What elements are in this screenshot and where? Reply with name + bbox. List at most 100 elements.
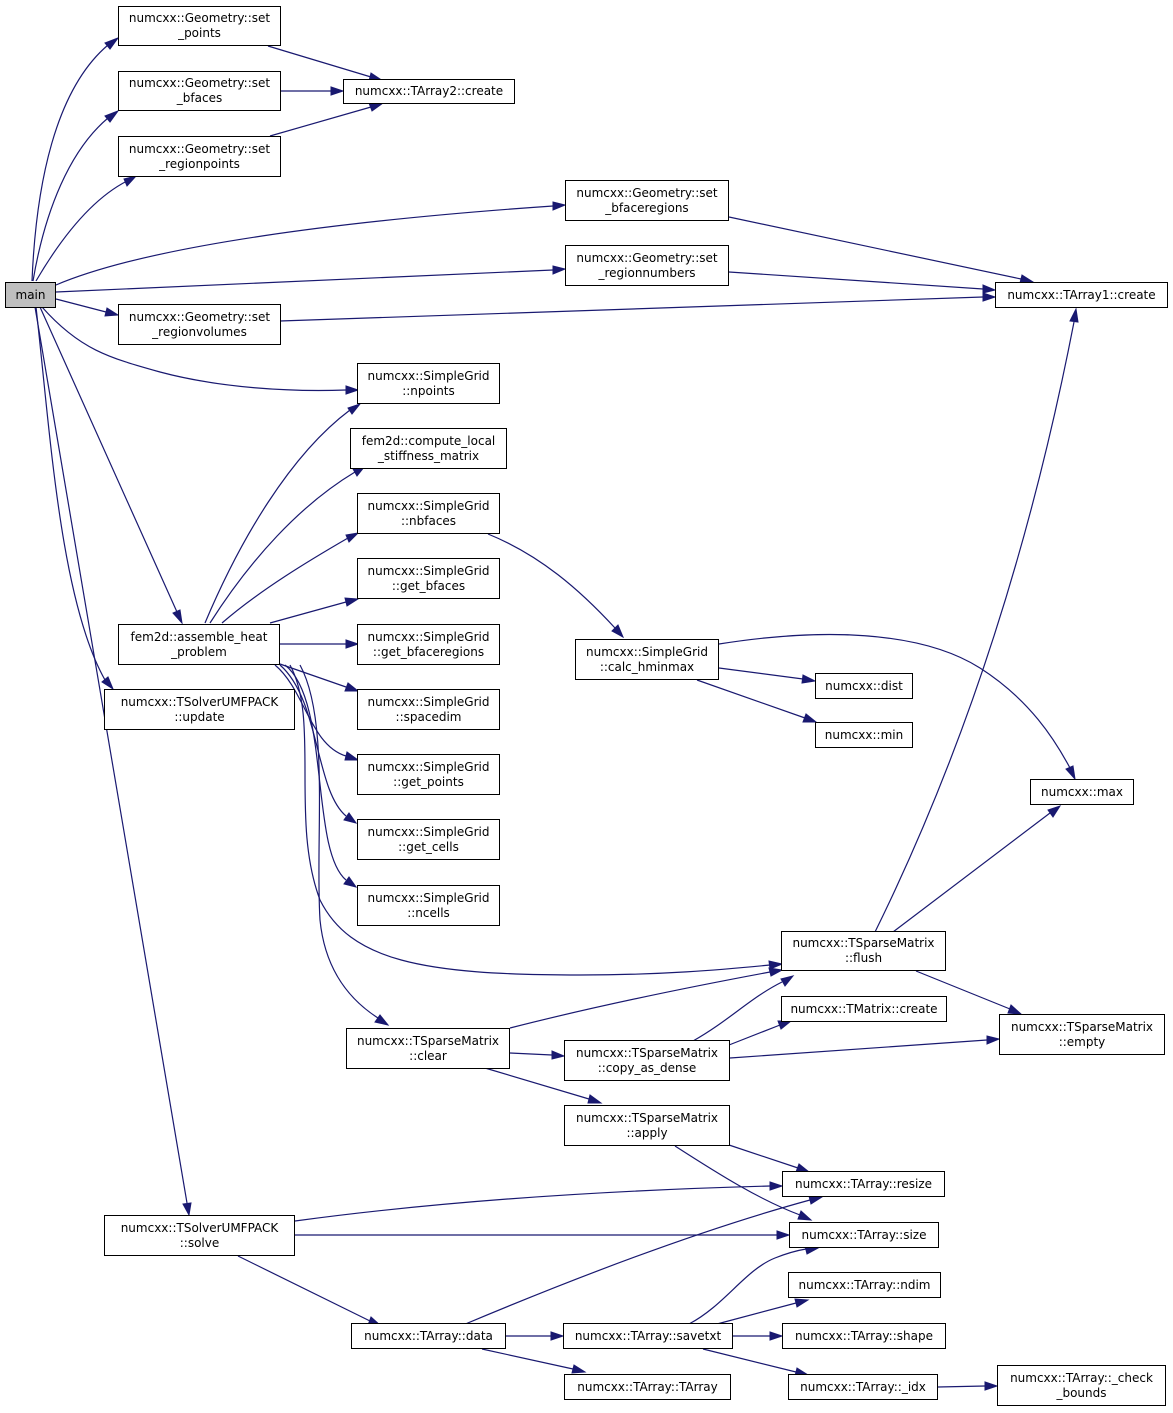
node-tsparsematrix-flush[interactable]: numcxx::TSparseMatrix::flush (781, 931, 946, 971)
arrow-head (345, 385, 360, 395)
arrow-head (1065, 765, 1076, 781)
edge-copy-as-dense-flush (692, 981, 783, 1042)
arrow-head (797, 1210, 813, 1221)
edge-clear-copy-as-dense (509, 1052, 553, 1056)
edge-clear-flush (509, 971, 771, 1029)
node-tarray-ndim[interactable]: numcxx::TArray::ndim (788, 1272, 941, 1298)
node-tarray-idx[interactable]: numcxx::TArray::_idx (788, 1374, 938, 1400)
arrow-head (104, 307, 120, 317)
node-tsparsematrix-apply[interactable]: numcxx::TSparseMatrix::apply (564, 1105, 730, 1146)
node-label-line-1: numcxx::TSolverUMFPACK (120, 1220, 279, 1235)
node-label-line-1: numcxx::SimpleGrid (367, 368, 490, 383)
node-simplegrid-npoints[interactable]: numcxx::SimpleGrid::npoints (357, 363, 500, 404)
node-simplegrid-get-bfaceregions[interactable]: numcxx::SimpleGrid::get_bfaceregions (357, 624, 500, 665)
node-simplegrid-calc-hminmax[interactable]: numcxx::SimpleGrid::calc_hminmax (575, 639, 719, 680)
node-label-line-1: numcxx::TArray::ndim (798, 1277, 931, 1292)
node-tarray-shape[interactable]: numcxx::TArray::shape (782, 1323, 946, 1349)
node-label-line-1: numcxx::Geometry::set (128, 141, 271, 156)
arrow-head (768, 967, 784, 977)
edge-set-regionnumbers-tarray1-create (728, 271, 984, 290)
arrow-head (571, 1364, 587, 1374)
node-label-line-1: numcxx::TSolverUMFPACK (120, 694, 279, 709)
node-tarray1-create[interactable]: numcxx::TArray1::create (995, 282, 1168, 308)
edge-assemble-flush (289, 664, 771, 976)
node-label-line-2: ::solve (179, 1235, 220, 1250)
node-label-line-2: ::nbfaces (400, 513, 457, 528)
node-tarray-data[interactable]: numcxx::TArray::data (351, 1323, 506, 1349)
arrow-head (801, 674, 817, 684)
node-simplegrid-get-cells[interactable]: numcxx::SimpleGrid::get_cells (357, 819, 500, 860)
node-tarray2-create[interactable]: numcxx::TArray2::create (343, 79, 515, 104)
node-label-line-2: _problem (171, 644, 227, 659)
arrow-head (101, 676, 115, 691)
node-label-line-1: numcxx::TArray::TArray (577, 1379, 718, 1394)
node-label-line-1: numcxx::TArray::resize (794, 1176, 933, 1191)
node-tsparsematrix-copy-as-dense[interactable]: numcxx::TSparseMatrix::copy_as_dense (564, 1040, 730, 1081)
node-tsparsematrix-clear[interactable]: numcxx::TSparseMatrix::clear (346, 1028, 510, 1069)
node-label-line-1: numcxx::dist (825, 678, 903, 693)
node-label-line-1: numcxx::max (1041, 784, 1123, 799)
node-tsparsematrix-empty[interactable]: numcxx::TSparseMatrix::empty (999, 1014, 1165, 1055)
node-min[interactable]: numcxx::min (815, 722, 913, 748)
node-geometry-set-points[interactable]: numcxx::Geometry::set_points (118, 6, 281, 46)
arrow-head (769, 1181, 784, 1191)
arrow-head (587, 1094, 603, 1104)
node-geometry-set-bfaces[interactable]: numcxx::Geometry::set_bfaces (118, 71, 281, 111)
arrow-head (345, 532, 360, 543)
edge-nbfaces-calc-hminmax (487, 533, 616, 629)
edge-main-assemble (39, 306, 178, 613)
node-label-line-2: ::npoints (402, 383, 455, 398)
edge-idx-check-bounds (937, 1385, 986, 1388)
node-tarray-size[interactable]: numcxx::TArray::size (789, 1222, 939, 1248)
node-dist[interactable]: numcxx::dist (815, 673, 913, 699)
edge-assemble-get-bfaces (269, 601, 347, 624)
node-tsolverumfpack-update[interactable]: numcxx::TSolverUMFPACK::update (104, 689, 295, 730)
node-max[interactable]: numcxx::max (1030, 779, 1134, 805)
node-label-line-2: ::spacedim (395, 709, 462, 724)
node-simplegrid-get-points[interactable]: numcxx::SimpleGrid::get_points (357, 754, 500, 795)
node-label-line-1: numcxx::TArray::savetxt (574, 1328, 722, 1343)
node-label-line-2: ::get_bfaceregions (372, 644, 485, 659)
node-label-line-1: numcxx::SimpleGrid (367, 890, 490, 905)
arrow-head (1047, 805, 1062, 818)
node-simplegrid-ncells[interactable]: numcxx::SimpleGrid::ncells (357, 885, 500, 926)
node-geometry-set-regionnumbers[interactable]: numcxx::Geometry::set_regionnumbers (565, 245, 729, 286)
node-label-line-1: fem2d::assemble_heat (130, 629, 268, 644)
node-fem2d-compute-local-stiffness-matrix[interactable]: fem2d::compute_local_stiffness_matrix (350, 428, 507, 469)
node-fem2d-assemble-heat-problem[interactable]: fem2d::assemble_heat_problem (118, 624, 280, 665)
node-tarray-check-bounds[interactable]: numcxx::TArray::_check_bounds (997, 1365, 1166, 1406)
node-label-line-2: ::get_points (393, 774, 464, 789)
node-label-line-2: ::calc_hminmax (599, 659, 695, 674)
node-geometry-set-regionpoints[interactable]: numcxx::Geometry::set_regionpoints (118, 136, 281, 177)
node-label-line-1: numcxx::Geometry::set (576, 250, 718, 265)
arrow-head (982, 292, 997, 302)
arrow-head (344, 751, 360, 761)
node-tarray-tarray[interactable]: numcxx::TArray::TArray (564, 1374, 731, 1400)
node-tarray-resize[interactable]: numcxx::TArray::resize (782, 1171, 945, 1197)
arrow-head (343, 812, 358, 824)
node-tsolverumfpack-solve[interactable]: numcxx::TSolverUMFPACK::solve (104, 1215, 295, 1256)
arrow-head (347, 402, 362, 415)
node-simplegrid-get-bfaces[interactable]: numcxx::SimpleGrid::get_bfaces (357, 558, 500, 599)
node-label-line-2: _regionnumbers (598, 265, 696, 280)
arrow-head (768, 960, 784, 970)
node-simplegrid-spacedim[interactable]: numcxx::SimpleGrid::spacedim (357, 689, 500, 730)
node-tmatrix-create[interactable]: numcxx::TMatrix::create (781, 996, 947, 1022)
arrow-head (374, 1014, 390, 1026)
arrow-head (982, 284, 997, 294)
node-label-line-1: numcxx::SimpleGrid (367, 498, 490, 513)
node-label-line-2: ::apply (626, 1125, 668, 1140)
node-label-line-1: numcxx::SimpleGrid (367, 759, 490, 774)
node-label-line-1: numcxx::SimpleGrid (367, 694, 490, 709)
edge-main-geo-set-bfaces (32, 117, 109, 282)
node-geometry-set-bfaceregions[interactable]: numcxx::Geometry::set_bfaceregions (565, 180, 729, 221)
node-label-line-2: ::flush (844, 951, 883, 965)
edge-copy-as-dense-empty (729, 1039, 988, 1059)
node-tarray-savetxt[interactable]: numcxx::TArray::savetxt (563, 1323, 733, 1349)
node-geometry-set-regionvolumes[interactable]: numcxx::Geometry::set_regionvolumes (118, 304, 281, 345)
node-label-line-2: _bfaces (176, 91, 223, 105)
node-label-line-2: ::empty (1058, 1034, 1106, 1049)
node-label-line-2: _stiffness_matrix (377, 448, 480, 463)
arrow-head (343, 876, 358, 888)
node-simplegrid-nbfaces[interactable]: numcxx::SimpleGrid::nbfaces (357, 493, 500, 534)
